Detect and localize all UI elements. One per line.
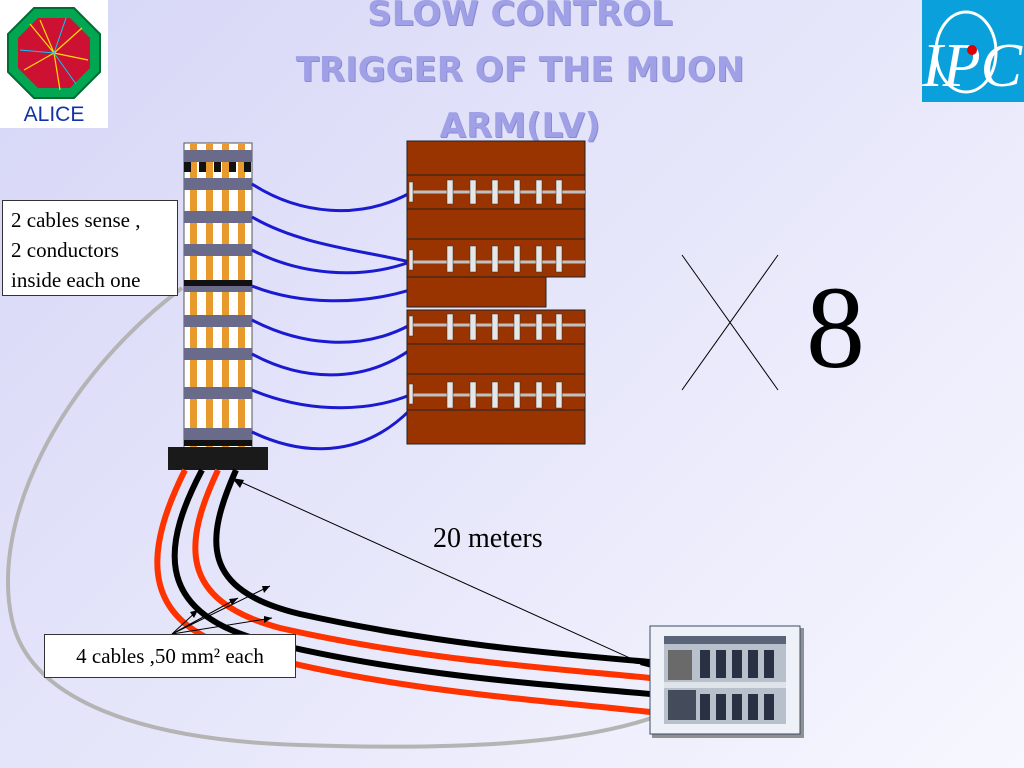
alice-logo: ALICE (0, 0, 108, 128)
slide-title: SLOW CONTROL TRIGGER OF THE MUON ARM(LV) (200, 0, 840, 154)
multiply-cross-icon (681, 254, 779, 391)
title-line-1: SLOW CONTROL (367, 0, 673, 34)
bundle-connector (168, 447, 268, 470)
sense-cable-label: 2 cables sense , 2 conductors inside eac… (2, 200, 178, 296)
title-line-3: ARM(LV) (439, 106, 601, 146)
distance-label: 20 meters (433, 523, 543, 554)
ipc-logo-text: IPC (922, 32, 1023, 100)
sense-wires (251, 182, 412, 451)
alice-logo-icon: ALICE (7, 7, 101, 126)
electronics-crate (406, 140, 586, 445)
alice-logo-text: ALICE (24, 103, 85, 126)
distance-arrow (231, 477, 653, 669)
power-supply-icon (649, 625, 804, 738)
ipc-logo-icon: IPC (921, 10, 1023, 100)
sense-label-line-1: 2 cables sense , (11, 208, 141, 232)
sense-label-line-2: 2 conductors (11, 238, 119, 262)
cable-bundle (183, 142, 253, 449)
title-line-2: TRIGGER OF THE MUON (295, 50, 745, 90)
ipc-logo: IPC (921, 0, 1024, 102)
multiplier-label: 8 (806, 262, 865, 393)
sense-cable-gray (6, 286, 661, 749)
sense-label-line-3: inside each one (11, 268, 141, 292)
power-cable-label: 4 cables ,50 mm² each (44, 634, 296, 678)
cable-label-arrows (171, 585, 273, 635)
